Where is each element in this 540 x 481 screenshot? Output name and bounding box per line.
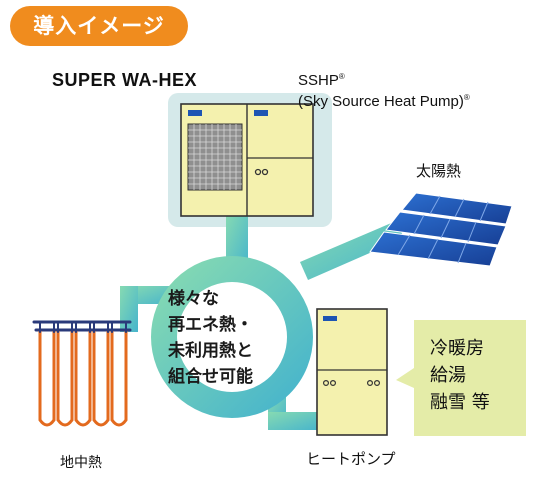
- geothermal-label: 地中熱: [60, 455, 102, 471]
- center-caption: 様々な 再エネ熱・ 未利用熱と 組合せ可能: [168, 289, 253, 387]
- sshp-label: SSHP® (Sky Source Heat Pump)®: [298, 72, 470, 110]
- uses-pointer: [396, 368, 414, 388]
- central-ring: [151, 256, 313, 418]
- ground-loop: [32, 320, 132, 427]
- heat-pump-unit: [316, 308, 388, 436]
- pipe-network: [120, 214, 404, 430]
- uses-list: 冷暖房 給湯 融雪 等: [430, 338, 490, 413]
- wahex-title: SUPER WA-HEX: [52, 70, 198, 90]
- uses-box: [414, 320, 526, 436]
- solar-label: 太陽熱: [416, 162, 462, 180]
- heat-pump-label: ヒートポンプ: [306, 450, 396, 468]
- page-badge: 導入イメージ: [10, 6, 188, 46]
- sshp-unit: [180, 103, 314, 217]
- solar-panel: [369, 192, 513, 267]
